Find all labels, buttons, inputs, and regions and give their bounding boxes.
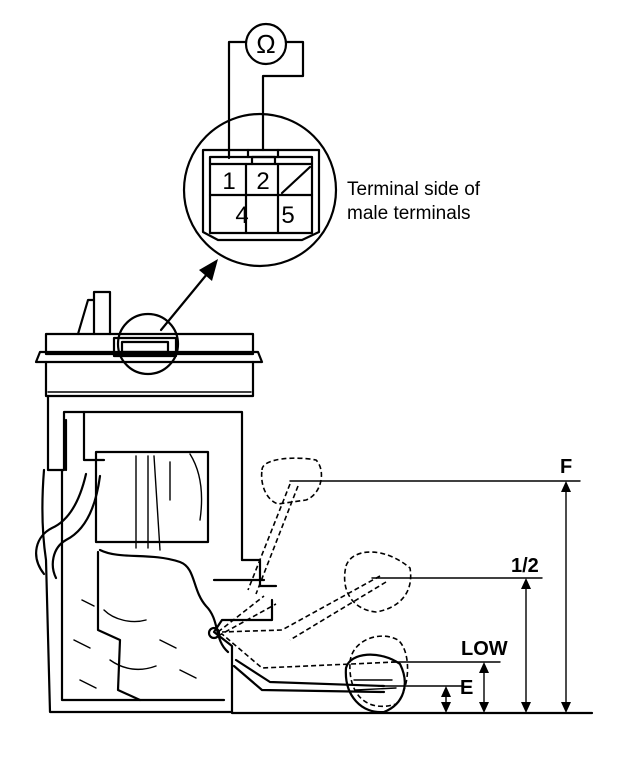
pin-1-label: 1 [222,168,235,195]
ohmmeter: Ω [244,22,288,66]
pin-5-label: 5 [281,202,294,229]
dimension-arrows [441,481,571,713]
connector-magnified-view: 1 2 4 5 [182,112,338,268]
meter-leads [227,40,305,160]
connector-callout-circle [116,312,180,376]
connector-outline [201,148,321,242]
blank-cavity-mark [280,165,312,195]
pin-4-label: 4 [235,202,248,229]
lead-terminal-1 [227,40,248,160]
caption-line-1: Terminal side of [347,179,481,200]
level-label-full: F [560,456,572,478]
magnifier-circle [182,112,338,268]
float-position-low [221,633,409,708]
ohmmeter-icon [244,22,288,66]
pin-2-label: 2 [256,168,269,195]
fuel-pump-assembly [34,290,278,714]
level-label-low: LOW [461,638,508,660]
float-position-empty [232,653,406,714]
magnify-pointer-arrow [159,259,218,332]
level-reference-lines [230,480,594,715]
ohm-symbol: Ω [256,29,275,59]
float-position-half [221,551,412,641]
level-label-half: 1/2 [511,555,539,577]
level-label-empty: E [460,677,473,699]
float-arm-pivot [207,626,221,640]
caption-line-2: male terminals [347,203,471,224]
lead-terminal-2 [261,40,305,152]
